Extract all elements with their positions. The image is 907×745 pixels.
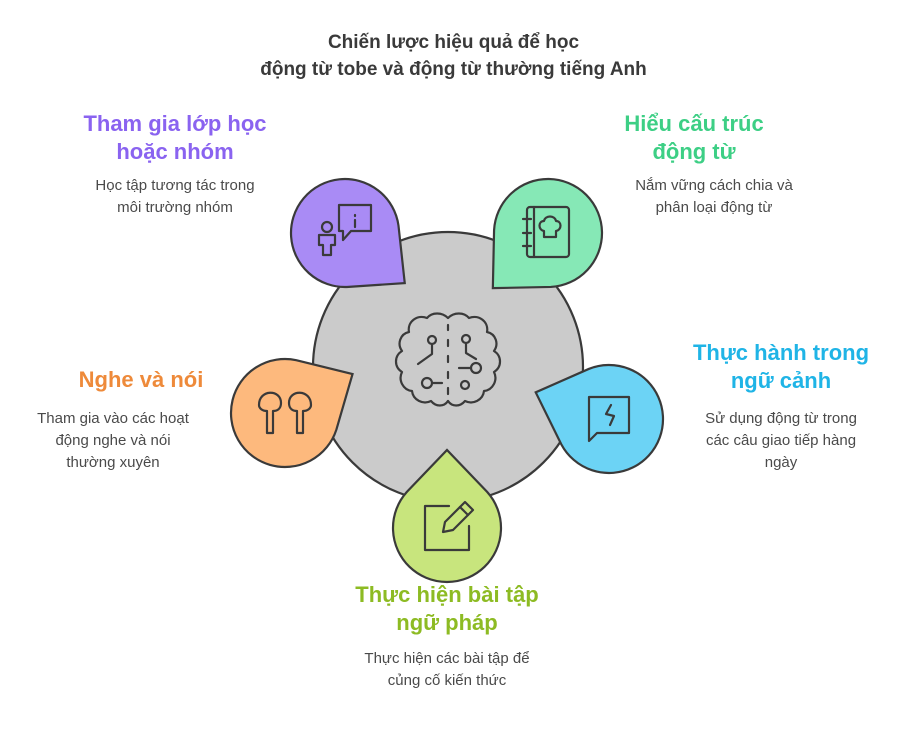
label-line: Hiểu cấu trúc (624, 111, 764, 136)
teardrop-context (534, 363, 665, 475)
desc-line: Thực hiện các bài tập để (364, 650, 530, 667)
notebook-icon (521, 205, 571, 259)
brain-icon (394, 312, 502, 407)
label-line: Tham gia lớp học (83, 111, 267, 136)
label-line: Nghe và nói (78, 367, 204, 392)
chat-bubble-icon (587, 395, 631, 443)
label-line: Thực hiện bài tập (355, 582, 539, 607)
desc-line: phân loại động từ (655, 199, 773, 216)
label-structure: Hiểu cấu trúc động từ (544, 110, 844, 166)
desc-listen: Tham gia vào các hoạt động nghe và nói thư… (0, 408, 263, 474)
label-line: Thực hành trong (692, 340, 870, 365)
desc-line: Sử dụng động từ trong (705, 410, 857, 427)
desc-line: ngày (764, 454, 798, 471)
title-line-2: động từ tobe và động từ thường tiếng Anh (260, 59, 647, 80)
desc-line: thường xuyên (66, 454, 160, 471)
desc-line: các câu giao tiếp hàng (705, 432, 857, 449)
label-context: Thực hành trong ngữ cảnh (631, 339, 907, 395)
teardrop-structure (491, 177, 604, 290)
desc-exercise: Thực hiện các bài tập để củng cố kiến thứ… (297, 648, 597, 692)
desc-group: Học tập tương tác trong môi trường nhóm (25, 175, 325, 219)
desc-context: Sử dụng động từ trong các câu giao tiếp h… (631, 408, 907, 474)
label-listen: Nghe và nói (0, 366, 291, 394)
desc-line: môi trường nhóm (117, 199, 233, 216)
desc-line: Tham gia vào các hoạt (37, 410, 189, 427)
teardrop-listen (229, 357, 354, 469)
desc-line: củng cố kiến thức (387, 672, 507, 689)
desc-line: Nắm vững cách chia và (635, 177, 793, 194)
speaker-info-icon (317, 203, 373, 257)
pencil-square-icon (423, 500, 475, 552)
earbuds-icon (257, 391, 313, 435)
label-line: hoặc nhóm (116, 139, 234, 164)
desc-structure: Nắm vững cách chia và phân loại động từ (564, 175, 864, 219)
teardrop-exercise (391, 448, 503, 584)
label-exercise: Thực hiện bài tập ngữ pháp (297, 581, 597, 637)
desc-line: động nghe và nói (55, 432, 171, 449)
label-group: Tham gia lớp học hoặc nhóm (25, 110, 325, 166)
label-line: động từ (652, 139, 736, 164)
label-line: ngữ pháp (396, 610, 498, 635)
label-line: ngữ cảnh (730, 368, 832, 393)
title-line-1: Chiến lược hiệu quả để học (327, 32, 580, 53)
diagram-title: Chiến lược hiệu quả để học động từ tobe … (0, 29, 907, 83)
desc-line: Học tập tương tác trong (95, 177, 255, 194)
